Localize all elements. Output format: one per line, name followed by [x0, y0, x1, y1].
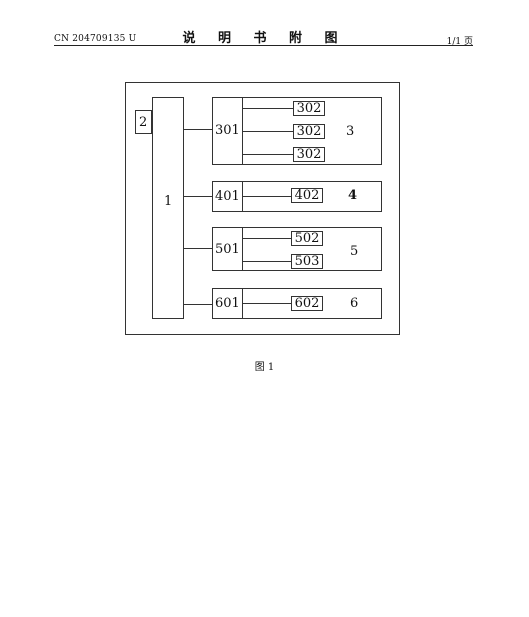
node-601: 601 [215, 296, 240, 311]
node-301: 301 [215, 123, 240, 138]
leaf-602: 602 [291, 296, 323, 311]
leaf-302-a: 302 [293, 101, 325, 116]
page-number: 1/1 页 [446, 37, 473, 47]
connector-601-a [242, 303, 291, 304]
leaf-503: 503 [291, 254, 323, 269]
header-rule [54, 45, 473, 46]
node-501: 501 [215, 242, 240, 257]
box-2-label: 2 [139, 115, 148, 130]
connector-1-6 [184, 304, 212, 305]
leaf-502: 502 [291, 231, 323, 246]
box-2: 2 [135, 110, 152, 134]
page-title: 说 明 书 附 图 [182, 31, 347, 46]
patent-number: CN 204709135 U [54, 34, 137, 44]
connector-401-a [242, 196, 291, 197]
connector-301-b [242, 131, 293, 132]
connector-501-b [242, 261, 291, 262]
leaf-402: 402 [291, 188, 323, 203]
node-401: 401 [215, 189, 240, 204]
group-4-label: 4 [348, 188, 358, 203]
group-5-divider [242, 227, 243, 271]
figure-caption: 图 1 [254, 362, 275, 373]
connector-1-4 [184, 196, 212, 197]
connector-1-5 [184, 248, 212, 249]
diagram-frame [125, 82, 400, 335]
leaf-302-b: 302 [293, 124, 325, 139]
connector-501-a [242, 238, 291, 239]
connector-301-c [242, 154, 293, 155]
group-3-label: 3 [346, 124, 355, 139]
connector-301-a [242, 108, 293, 109]
box-1: 1 [152, 97, 184, 319]
connector-1-3 [184, 129, 212, 130]
group-5-label: 5 [350, 244, 359, 259]
group-6-label: 6 [350, 296, 359, 311]
leaf-302-c: 302 [293, 147, 325, 162]
box-1-label: 1 [164, 194, 173, 209]
